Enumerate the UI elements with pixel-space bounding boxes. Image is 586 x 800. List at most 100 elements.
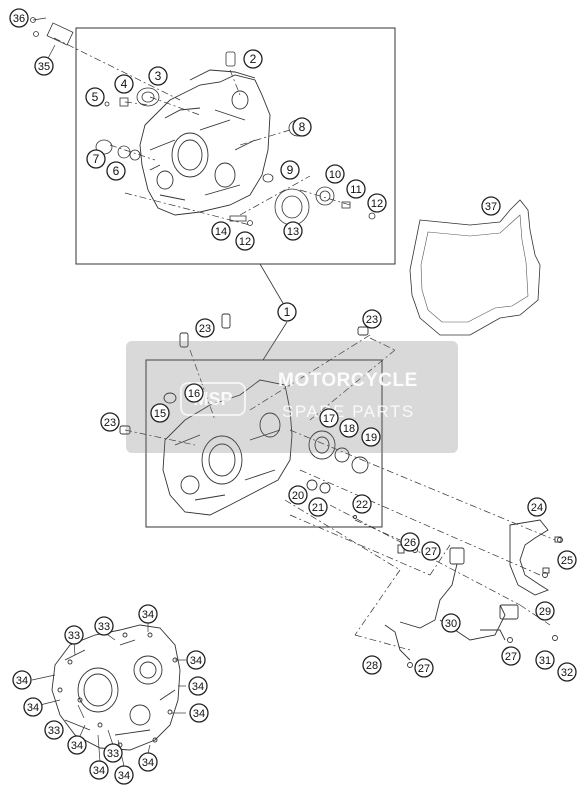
leader-line: [262, 321, 288, 361]
callout-circle: [421, 541, 441, 561]
callout-circle: [12, 670, 32, 690]
crankcase-middle-drawing: [119, 313, 369, 519]
callout-12: 12: [367, 193, 387, 213]
leader-line: [259, 263, 288, 311]
callout-circle: [414, 658, 434, 678]
callout-circle: [535, 601, 555, 621]
callout-circle: [400, 532, 420, 552]
callout-circle: [9, 8, 29, 28]
callout-circle: [34, 56, 54, 76]
callout-number: 37: [485, 201, 497, 213]
callout-number: 23: [199, 323, 211, 335]
callout-23: 23: [100, 412, 120, 432]
callout-number: 35: [38, 61, 50, 73]
callout-circle: [292, 117, 312, 137]
callout-number: 34: [16, 675, 28, 687]
callout-8: 8: [292, 117, 312, 137]
callout-number: 34: [118, 770, 130, 782]
callout-number: 5: [92, 90, 99, 104]
callout-number: 34: [142, 609, 154, 621]
callout-number: 33: [68, 630, 80, 642]
callout-7: 7: [86, 149, 106, 169]
callout-34: 34: [188, 676, 208, 696]
callout-number: 34: [71, 740, 83, 752]
callout-6: 6: [106, 161, 126, 181]
callout-23: 23: [195, 318, 215, 338]
callout-13: 13: [283, 221, 303, 241]
callout-number: 19: [365, 432, 377, 444]
callout-number: 11: [350, 184, 361, 196]
detail-box-upper: [75, 27, 396, 265]
callout-34: 34: [89, 760, 109, 780]
callout-number: 7: [93, 152, 100, 166]
callout-4: 4: [114, 74, 134, 94]
callout-number: 34: [190, 655, 202, 667]
callout-14: 14: [211, 221, 231, 241]
callout-circle: [325, 164, 345, 184]
callout-number: 33: [107, 748, 119, 760]
callout-circle: [535, 650, 555, 670]
callout-circle: [243, 49, 263, 69]
callout-number: 24: [531, 502, 543, 514]
callout-34: 34: [189, 703, 209, 723]
callout-number: 33: [98, 621, 110, 633]
crankcase-upper-drawing: [139, 69, 271, 216]
callout-23: 23: [362, 309, 382, 329]
callout-circle: [23, 697, 43, 717]
callout-16: 16: [184, 383, 204, 403]
callout-circle: [186, 650, 206, 670]
callout-12: 12: [235, 231, 255, 251]
callout-number: 27: [505, 651, 517, 663]
callout-number: 13: [287, 226, 299, 238]
callout-circle: [501, 646, 521, 666]
callout-number: 15: [154, 408, 166, 420]
callout-27: 27: [501, 646, 521, 666]
callout-number: 21: [312, 502, 324, 514]
callout-29: 29: [535, 601, 555, 621]
callout-circle: [100, 412, 120, 432]
callout-number: 20: [292, 490, 304, 502]
watermark-subtitle: SPARE PARTS: [282, 402, 415, 421]
callout-circle: [441, 613, 461, 633]
callout-circle: [339, 418, 359, 438]
callout-circle: [308, 497, 328, 517]
small-parts-upper: [30, 17, 376, 226]
callout-circle: [481, 196, 501, 216]
callout-circle: [106, 161, 126, 181]
callout-circle: [67, 735, 87, 755]
callout-number: 34: [192, 681, 204, 693]
callout-number: 29: [539, 606, 551, 618]
callout-26: 26: [400, 532, 420, 552]
callout-3: 3: [148, 66, 168, 86]
callout-33: 33: [44, 720, 64, 740]
callout-circle: [94, 616, 114, 636]
detail-box-middle: [145, 359, 383, 528]
watermark-title: MOTORCYCLE: [278, 370, 418, 391]
callout-number: 4: [121, 77, 128, 91]
callout-34: 34: [138, 752, 158, 772]
callout-circle: [64, 625, 84, 645]
callout-circle: [114, 74, 134, 94]
callout-19: 19: [361, 427, 381, 447]
callout-5: 5: [85, 87, 105, 107]
callout-number: 28: [366, 660, 378, 672]
callout-34: 34: [67, 735, 87, 755]
callout-circle: [362, 655, 382, 675]
callout-31: 31: [535, 650, 555, 670]
callout-number: 34: [27, 702, 39, 714]
callout-circle: [195, 318, 215, 338]
callout-number: 12: [371, 198, 383, 210]
callout-10: 10: [325, 164, 345, 184]
callout-27: 27: [421, 541, 441, 561]
callout-34: 34: [138, 604, 158, 624]
callout-9: 9: [280, 160, 300, 180]
callout-circle: [557, 550, 577, 570]
callout-number: 6: [113, 164, 120, 178]
callout-circle: [150, 403, 170, 423]
callout-circle: [138, 604, 158, 624]
callout-30: 30: [441, 613, 461, 633]
callout-28: 28: [362, 655, 382, 675]
callout-circle: [85, 87, 105, 107]
callout-number: 33: [48, 725, 60, 737]
